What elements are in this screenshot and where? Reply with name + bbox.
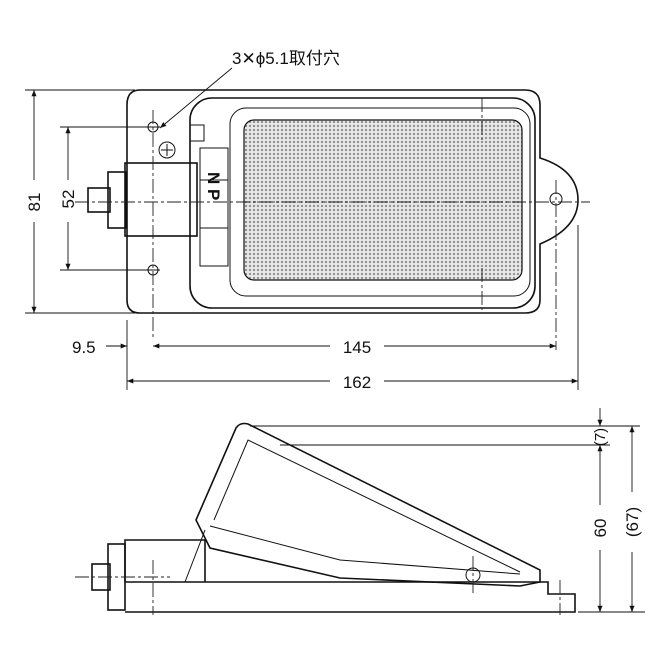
- side-pedal-inner: [213, 439, 521, 573]
- pedal-cover-outer: [189, 97, 536, 309]
- non-slip-mesh-pad: [243, 119, 523, 281]
- side-base: [125, 581, 576, 613]
- dim-81: 81: [25, 193, 44, 212]
- side-pedal-outline: [195, 422, 541, 587]
- dim-162: 162: [343, 373, 371, 392]
- hole-note: 3✕ϕ5.1取付穴: [232, 49, 340, 68]
- cable-gland-nut: [107, 171, 127, 229]
- base-plate-outline: [126, 89, 579, 314]
- plan-dimensions: 81 52 9.5 145 162: [25, 89, 579, 392]
- side-pedal-lip: [209, 525, 521, 575]
- dim-67: (67): [623, 507, 642, 537]
- cable-gland-body: [87, 187, 111, 213]
- plan-view: N P: [75, 89, 590, 350]
- dim-145: 145: [343, 338, 371, 357]
- screw-icon: [158, 141, 176, 159]
- callout-leader: [159, 67, 233, 129]
- dim-60: 60: [591, 519, 610, 538]
- side-view: [75, 422, 576, 615]
- cover-marking: N P: [204, 172, 223, 200]
- hole-callout: 3✕ϕ5.1取付穴: [159, 49, 340, 129]
- hinge-block: [124, 162, 198, 237]
- dim-7: (7): [592, 428, 609, 446]
- dim-52: 52: [59, 190, 78, 209]
- dim-9-5: 9.5: [72, 338, 96, 357]
- side-pedal-hinge: [184, 529, 206, 583]
- switch-housing: [199, 147, 229, 267]
- side-dimensions: (7) 60 (67): [250, 408, 645, 613]
- small-bracket: [189, 124, 205, 142]
